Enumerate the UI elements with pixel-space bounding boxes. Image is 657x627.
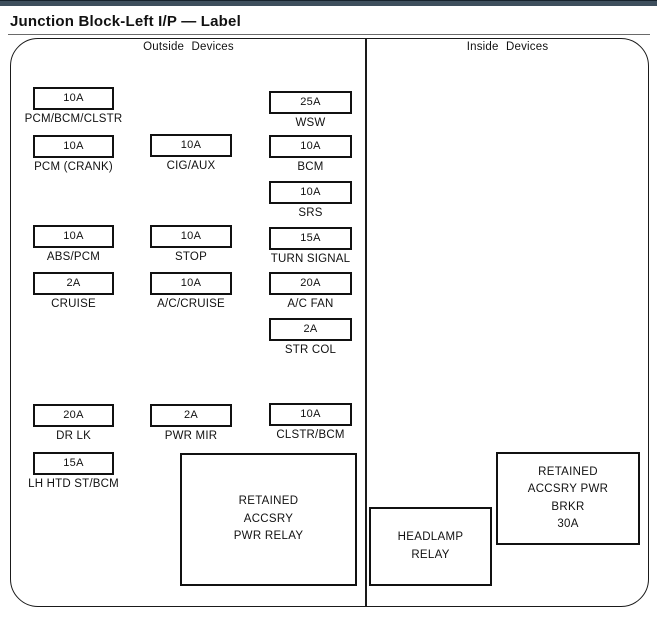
fuse-label-pcm-crank: PCM (CRANK) [34, 161, 113, 173]
fuse-label-srs: SRS [298, 207, 323, 219]
fuse-box-pcm-bcm-clstr: 10A [33, 87, 114, 110]
fuse-box-bcm: 10A [269, 135, 352, 158]
fuse-label-turn-signal: TURN SIGNAL [270, 253, 351, 265]
retained-accsry-pwr-brkr-box: RETAINED ACCSRY PWR BRKR 30A [496, 452, 640, 545]
retained-accsry-pwr-relay-box: RETAINED ACCSRY PWR RELAY [180, 453, 357, 586]
fuse-label-cruise: CRUISE [51, 298, 96, 310]
fuse-label-cig-aux: CIG/AUX [166, 160, 216, 172]
window-top-bar [0, 0, 657, 6]
outside-devices-heading: Outside Devices [143, 41, 234, 53]
fuse-box-turn-signal: 15A [269, 227, 352, 250]
fuse-label-a-c-cruise: A/C/CRUISE [157, 298, 225, 310]
fuse-box-wsw: 25A [269, 91, 352, 114]
fuse-box-pcm-crank: 10A [33, 135, 114, 158]
headlamp-relay-label-line: HEADLAMP [397, 531, 464, 543]
retained-accsry-pwr-relay-label-line: RETAINED [238, 495, 299, 508]
fuse-box-lh-htd-st-bcm: 15A [33, 452, 114, 475]
fuse-label-clstr-bcm: CLSTR/BCM [276, 429, 345, 441]
fuse-label-bcm: BCM [297, 161, 324, 173]
fuse-label-str-col: STR COL [284, 344, 337, 356]
fuse-box-srs: 10A [269, 181, 352, 204]
page-title: Junction Block-Left I/P — Label [10, 13, 241, 30]
fuse-box-a-c-fan: 20A [269, 272, 352, 295]
fuse-label-wsw: WSW [295, 117, 326, 129]
fuse-label-pcm-bcm-clstr: PCM/BCM/CLSTR [24, 113, 123, 125]
fuse-box-cruise: 2A [33, 272, 114, 295]
fuse-label-abs-pcm: ABS/PCM [46, 251, 101, 263]
retained-accsry-pwr-brkr-label-line: ACCSRY PWR [527, 483, 609, 495]
headlamp-relay-label-line: RELAY [411, 548, 450, 561]
fuse-box-clstr-bcm: 10A [269, 403, 352, 426]
retained-accsry-pwr-brkr-label-line: BRKR [551, 500, 585, 513]
retained-accsry-pwr-relay-label-line: ACCSRY [243, 512, 294, 525]
fuse-label-pwr-mir: PWR MIR [164, 430, 218, 442]
fuse-label-a-c-fan: A/C FAN [287, 298, 334, 310]
fuse-label-stop: STOP [175, 251, 207, 263]
fuse-box-abs-pcm: 10A [33, 225, 114, 248]
section-divider-line [365, 38, 367, 607]
fuse-box-stop: 10A [150, 225, 232, 248]
headlamp-relay-box: HEADLAMP RELAY [369, 507, 492, 586]
retained-accsry-pwr-brkr-label-line: RETAINED [538, 465, 598, 478]
title-underline [8, 34, 650, 35]
retained-accsry-pwr-relay-label-line: PWR RELAY [233, 530, 304, 543]
fuse-box-dr-lk: 20A [33, 404, 114, 427]
fuse-label-dr-lk: DR LK [56, 430, 91, 442]
fuse-box-str-col: 2A [269, 318, 352, 341]
fuse-label-lh-htd-st-bcm: LH HTD ST/BCM [28, 478, 119, 490]
fuse-box-cig-aux: 10A [150, 134, 232, 157]
inside-devices-heading: Inside Devices [466, 41, 549, 53]
fuse-box-a-c-cruise: 10A [150, 272, 232, 295]
retained-accsry-pwr-brkr-label-line: 30A [557, 518, 579, 530]
fuse-box-pwr-mir: 2A [150, 404, 232, 427]
